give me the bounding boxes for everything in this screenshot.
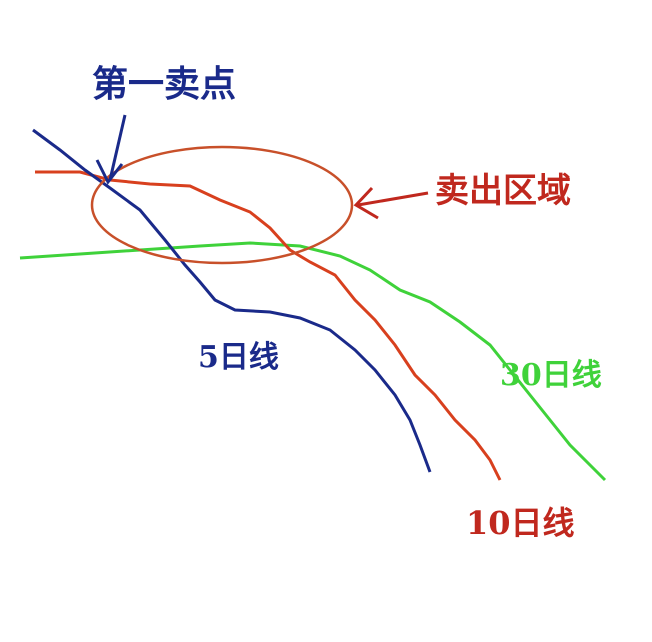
ma30-line <box>19 241 607 482</box>
sell-zone-arrow <box>353 186 429 220</box>
ma30-label: 30日线 <box>500 358 602 393</box>
sell-zone-ellipse <box>90 145 354 265</box>
first-sell-point-label: 第一卖点 <box>92 63 237 105</box>
ma5-label: 5日线 <box>198 340 279 375</box>
first-sell-point-arrow <box>95 114 127 185</box>
ma5-line <box>32 128 432 473</box>
sell-zone-label: 卖出区域 <box>435 171 571 211</box>
ma10-label: 10日线 <box>466 504 575 542</box>
ma10-line <box>35 170 502 481</box>
